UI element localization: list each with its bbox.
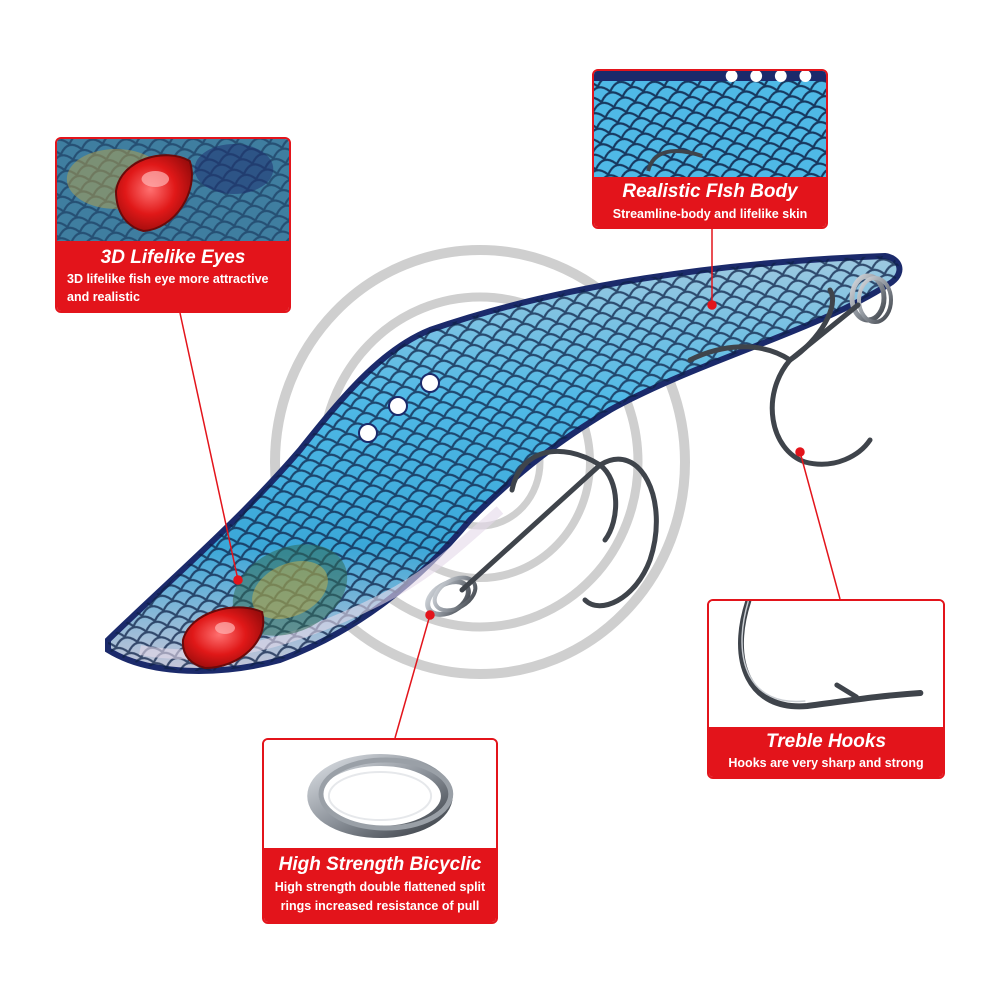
feature-title-body: Realistic FIsh Body [622,181,798,202]
feature-desc-rings-line1: High strength double flattened split [274,880,486,894]
feature-card-body: Realistic FIsh Body Streamline-body and … [592,69,828,229]
feature-title-rings: High Strength Bicyclic [278,854,482,875]
feature-caption-hooks: Treble Hooks Hooks are very sharp and st… [709,727,943,777]
feature-desc-hooks: Hooks are very sharp and strong [728,756,924,770]
feature-title-eyes: 3D Lifelike Eyes [100,247,246,268]
feature-caption-body: Realistic FIsh Body Streamline-body and … [594,177,826,227]
callout-leaders [179,229,841,739]
feature-title-hooks: Treble Hooks [765,731,887,752]
feature-desc-eyes-line2: and realistic [67,290,140,304]
split-ring-closeup-image [264,740,496,852]
feature-desc-rings-line2: rings increased resistance of pull [280,899,480,913]
feature-caption-eyes: 3D Lifelike Eyes 3D lifelike fish eye mo… [57,241,289,311]
split-ring-rear [849,273,893,324]
body-closeup-image [594,71,826,181]
treble-hook-rear [687,287,873,467]
treble-hook-front [459,448,659,609]
feature-card-eyes: 3D Lifelike Eyes 3D lifelike fish eye mo… [55,137,291,313]
feature-card-hooks: Treble Hooks Hooks are very sharp and st… [707,599,945,779]
feature-desc-body: Streamline-body and lifelike skin [612,207,808,221]
feature-desc-eyes-line1: 3D lifelike fish eye more attractive [67,272,269,286]
lure-body [105,252,903,674]
eye-closeup-image [57,139,289,245]
hook-closeup-image [709,601,943,731]
feature-card-rings: High Strength Bicyclic High strength dou… [262,738,498,924]
feature-caption-rings: High Strength Bicyclic High strength dou… [264,848,496,922]
